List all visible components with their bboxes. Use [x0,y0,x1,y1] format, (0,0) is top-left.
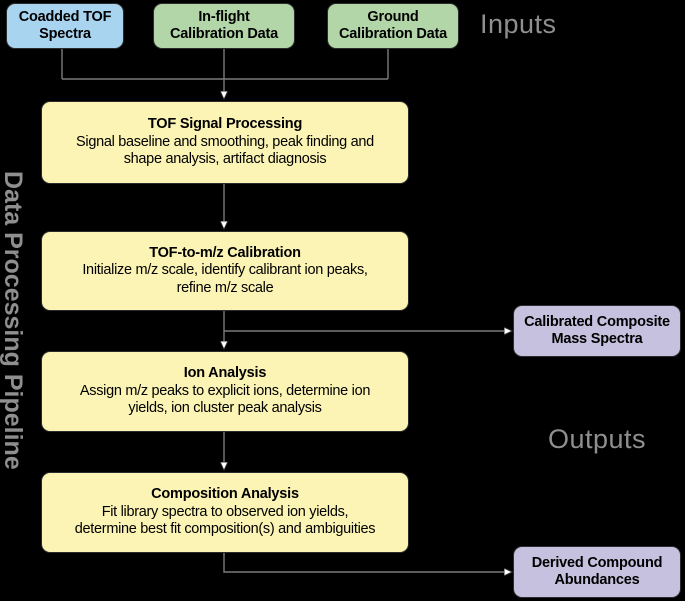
section-label-inputs: Inputs [480,9,557,39]
pipeline-label: Data Processing Pipeline [0,171,27,470]
input-label-line1: Coadded TOF [18,8,112,25]
process-node-composition-analysis[interactable]: Composition Analysis Fit library spectra… [41,472,409,553]
output-node-calibrated-composite-mass-spectra[interactable]: Calibrated Composite Mass Spectra [513,305,681,357]
input-label-line1: Ground [367,8,419,25]
process-desc-line2: yields, ion cluster peak analysis [128,400,322,417]
input-label-line1: In-flight [198,8,250,25]
process-desc-line2: refine m/z scale [176,279,274,296]
output-label-line2: Mass Spectra [551,331,643,347]
process-title: TOF Signal Processing [147,116,303,133]
input-node-in-flight-calibration-data[interactable]: In-flight Calibration Data [153,3,295,49]
process-desc-line1: Fit library spectra to observed ion yiel… [101,503,349,520]
process-node-tof-signal-processing[interactable]: TOF Signal Processing Signal baseline an… [41,101,409,184]
output-label-line1: Calibrated Composite [524,313,670,330]
input-label-line2: Calibration Data [170,26,278,42]
input-node-coadded-tof-spectra[interactable]: Coadded TOF Spectra [6,3,124,49]
process-title: TOF-to-m/z Calibration [149,244,301,261]
process-desc-line1: Assign m/z peaks to explicit ions, deter… [79,382,371,399]
process-desc-line2: determine best fit composition(s) and am… [74,521,376,538]
edge-proc4-to-output2 [223,552,512,572]
process-title: Composition Analysis [151,486,299,503]
process-desc-line1: Initialize m/z scale, identify calibrant… [82,262,368,279]
process-node-tof-to-mz-calibration[interactable]: TOF-to-m/z Calibration Initialize m/z sc… [41,231,409,311]
input-node-ground-calibration-data[interactable]: Ground Calibration Data [327,3,459,49]
output-label-line2: Abundances [554,572,640,588]
input-label-line2: Calibration Data [339,26,447,42]
output-label-line1: Derived Compound [531,554,663,571]
output-node-derived-compound-abundances[interactable]: Derived Compound Abundances [513,546,681,598]
process-node-ion-analysis[interactable]: Ion Analysis Assign m/z peaks to explici… [41,351,409,432]
section-label-outputs: Outputs [548,424,647,454]
input-label-line2: Spectra [39,26,91,42]
process-title: Ion Analysis [183,365,267,382]
process-desc-line2: shape analysis, artifact diagnosis [123,151,327,168]
process-desc-line1: Signal baseline and smoothing, peak find… [76,133,374,150]
